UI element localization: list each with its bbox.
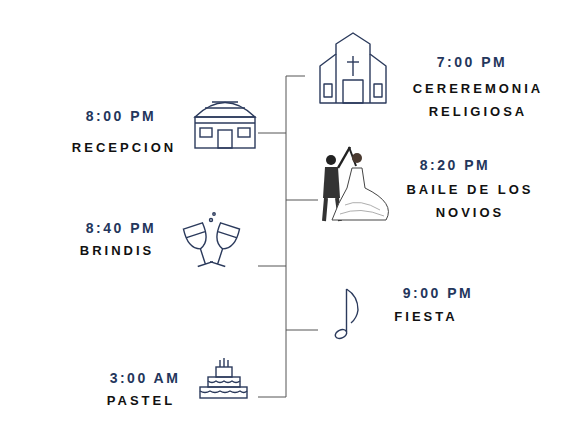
event-label: BAILE DE LOS NOVIOS [401,178,539,224]
timeline-tick [286,200,318,201]
church-outline [320,33,386,103]
time-label: 8:40 PM [51,219,191,237]
church-window [374,84,382,97]
church-cross [352,56,353,76]
cake-frosting [200,391,247,393]
dancing-couple [323,147,388,221]
reception-door [218,130,232,148]
bride-dress [332,168,388,220]
bride-head [352,153,362,163]
note-stem [346,289,347,332]
note-flag [347,289,359,323]
event-label: CEREREMONIA RELIGIOSA [396,77,560,123]
church-wall [335,54,336,103]
reception-dome-lines [205,102,245,108]
groom-head [326,155,336,165]
time-label: 8:00 PM [51,107,191,125]
timeline-tick [286,330,318,331]
event-label: RECEPCION [54,136,194,159]
bubble [210,219,213,222]
cake-icon [200,358,247,398]
reception-window [200,128,212,137]
event-label: PASTEL [71,389,211,412]
cake-tier [216,367,232,377]
church-wall [369,54,370,103]
wine-glass [183,223,215,268]
church-icon [320,33,386,103]
cake-frosting [208,381,240,383]
groom-arm [338,147,350,168]
reception-dome [195,103,255,118]
church-cross [347,61,359,62]
bubble [213,213,215,215]
event-label: FIESTA [356,305,496,328]
music-note-icon [334,289,358,340]
cake-candles [220,358,228,367]
event-label: BRINDIS [47,239,187,262]
reception-window [238,128,250,137]
time-label: 8:20 PM [385,156,525,174]
timeline-tick [258,266,286,267]
reception-frieze [195,122,255,123]
dress-folds [340,202,384,216]
timeline-spine [286,76,287,397]
glass-outline [208,223,240,268]
wine-glass [208,223,240,268]
time-label: 3:00 AM [75,369,215,387]
timeline-tick [286,76,305,77]
timeline-lines [258,76,318,397]
time-label: 7:00 PM [397,53,547,71]
time-label: 9:00 PM [368,284,508,302]
timeline-tick [258,397,286,398]
cake-tier [208,377,240,387]
timeline-tick [258,133,286,134]
church-window [324,84,332,97]
reception-icon [195,102,255,148]
glasses-icon [183,213,240,267]
groom-suit [323,167,340,198]
reception-body [195,117,255,148]
church-door [343,80,363,103]
glass-outline [183,223,215,268]
cake-tier [200,387,247,398]
